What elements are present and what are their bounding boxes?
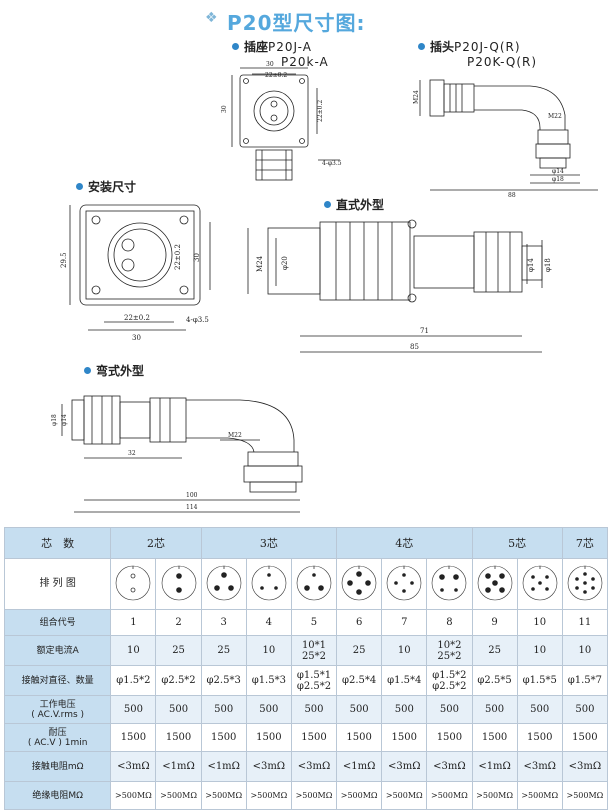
socket-label: 插座P20J-A P20k-A (232, 38, 329, 69)
mount-dim-holes: 4-φ3.5 (186, 316, 209, 324)
plug-drawing (419, 79, 598, 191)
sparkle-icon: ❖ (205, 10, 218, 26)
bent-dim-l2: 100 (186, 492, 198, 499)
mount-dim-inner-h: 22±0.2 (174, 244, 182, 270)
straight-dim-l2: 85 (410, 343, 419, 351)
table-row-layout: 排 列 图 (3, 558, 609, 610)
bent-dim-l3: 114 (186, 504, 198, 511)
row-label: 绝缘电阻MΩ (3, 781, 112, 810)
plug-dim-b: φ18 (552, 176, 564, 183)
group-3pin: 3芯 (200, 527, 338, 559)
pin-diagram-5 (290, 558, 338, 610)
bullet-icon (324, 201, 331, 208)
mount-dim-height: 29.5 (60, 252, 68, 268)
row-label: 工作电压 ( AC.V.rms ) (3, 695, 112, 724)
page-title: ❖ P20型尺寸图: (205, 6, 390, 35)
bullet-icon (418, 43, 425, 50)
row-label: 排 列 图 (3, 558, 112, 610)
group-5pin: 5芯 (471, 527, 563, 559)
bent-dim-d1: φ18 (51, 414, 58, 426)
mount-dim-inner: 22±0.2 (124, 314, 150, 322)
group-2pin: 2芯 (110, 527, 202, 559)
bent-dim-d2: φ14 (61, 414, 68, 426)
pin-diagram-8 (426, 558, 473, 610)
pin-diagram-7 (381, 558, 428, 610)
bullet-icon (84, 367, 91, 374)
mount-dim-outer: 30 (132, 334, 141, 342)
pin-diagram-2 (155, 558, 202, 610)
straight-dim-l1: 71 (420, 327, 429, 335)
pin-diagram-4 (245, 558, 292, 610)
plug-dim-m2: M22 (548, 113, 562, 120)
socket-drawing (231, 67, 340, 181)
bent-drawing (61, 395, 303, 513)
straight-dim-d1: φ20 (281, 256, 289, 270)
technical-drawings: 30 22±0.2 30 22±0.2 4-φ3.5 M24 M22 φ14 φ… (51, 61, 598, 513)
socket-dim-w: 30 (266, 61, 274, 68)
plug-label: 插头P20J-Q(R) P20K-Q(R) (418, 38, 537, 69)
group-7pin: 7芯 (561, 527, 609, 559)
bullet-icon (76, 183, 83, 190)
group-4pin: 4芯 (336, 527, 473, 559)
bent-dim-m: M22 (228, 432, 242, 439)
socket-dim-h: 30 (221, 105, 228, 113)
straight-label: 直式外型 (324, 196, 384, 213)
bullet-icon (232, 43, 239, 50)
straight-dim-d2: φ14 (527, 258, 535, 272)
bent-dim-l1: 32 (128, 450, 136, 457)
pin-diagram-9 (471, 558, 518, 610)
straight-dim-m: M24 (256, 255, 264, 272)
plug-dim-a: φ14 (552, 168, 564, 175)
mount-label: 安装尺寸 (76, 178, 136, 195)
row-label: 接触对直径、数量 (3, 665, 112, 696)
plug-dim-m: M24 (413, 90, 420, 104)
title-text: P20型尺寸图: (227, 11, 366, 35)
row-label: 耐压 ( AC.V ) 1min (3, 723, 112, 752)
pin-diagram-11 (561, 558, 609, 610)
pin-diagram-3 (200, 558, 247, 610)
pin-diagram-1 (110, 558, 157, 610)
pin-diagram-6 (336, 558, 383, 610)
socket-dim-holes: 4-φ3.5 (322, 160, 342, 167)
bent-label: 弯式外型 (84, 362, 144, 379)
mount-drawing (69, 204, 211, 331)
row-label: 接触电阻mΩ (3, 751, 112, 782)
header-label: 芯 数 (3, 527, 112, 559)
table-header-row: 芯 数 2芯 3芯 4芯 5芯 7芯 (3, 527, 609, 559)
straight-drawing (247, 219, 543, 353)
pin-diagram-10 (516, 558, 563, 610)
table-row-contact-resistance: 接触电阻mΩ <3mΩ<1mΩ<1mΩ<3mΩ<3mΩ<1mΩ<3mΩ<3mΩ<… (3, 751, 609, 782)
socket-dim-hin: 22±0.2 (317, 100, 324, 122)
row-label: 额定电流A (3, 635, 112, 666)
socket-dim-in: 22±0.2 (265, 72, 287, 79)
plug-dim-l: 88 (508, 192, 516, 199)
straight-dim-d3: φ18 (544, 258, 552, 272)
mount-dim-outer-h: 30 (193, 253, 201, 262)
row-label: 组合代号 (3, 609, 112, 636)
table-row-insulation: 绝缘电阻MΩ >500MΩ>500MΩ>500MΩ>500MΩ>500MΩ>50… (3, 781, 609, 810)
